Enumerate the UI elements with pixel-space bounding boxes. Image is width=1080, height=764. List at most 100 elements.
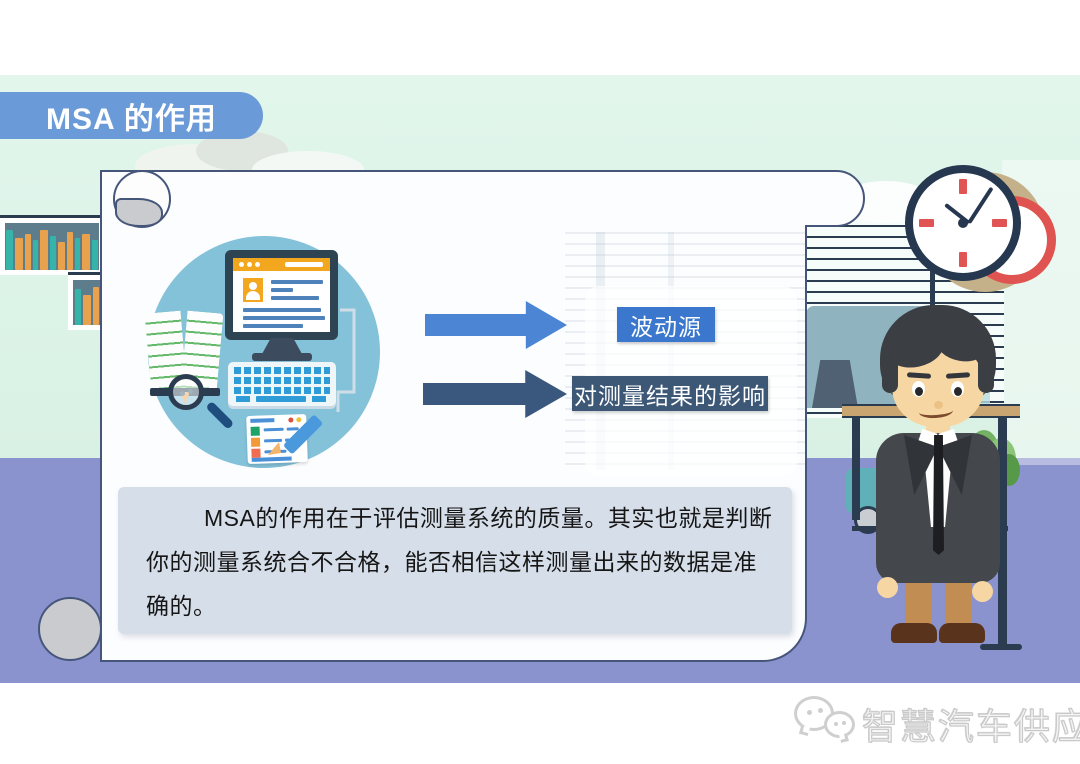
man-pupil (954, 387, 962, 396)
notepad-dot-icon (296, 417, 302, 423)
man-tie (933, 435, 944, 555)
book-spine (15, 238, 23, 270)
man-hair-side (882, 351, 898, 393)
checklist-line (264, 438, 283, 443)
keyboard-spacebar (256, 396, 306, 402)
man-pupil (915, 387, 923, 396)
bubble-tail (839, 733, 849, 743)
book-spine (75, 238, 80, 270)
desk-leg (998, 418, 1007, 650)
keyboard-key (312, 396, 326, 402)
man-hair-side (978, 351, 994, 393)
man-hand (877, 577, 898, 598)
notepad-title-bar (250, 418, 275, 423)
scroll-curl-fold (115, 198, 163, 227)
clock-tick (992, 219, 1007, 227)
book-spine (92, 287, 99, 325)
businessman-character (868, 305, 1008, 650)
book-spine (82, 295, 91, 325)
book-spine (82, 234, 90, 270)
screen-text-line (243, 308, 321, 312)
bottom-margin (0, 683, 1080, 764)
wall-clock-icon (905, 165, 1021, 281)
book-spine (6, 230, 13, 270)
book-spine (67, 232, 73, 270)
description-line: 你的测量系统合不合格，能否相信这样测量出来的数据是准 (146, 549, 757, 575)
bookshelf (0, 215, 104, 275)
bubble-eye (834, 722, 838, 726)
screen-text-line (271, 280, 323, 284)
notepad-dot-icon (288, 417, 294, 423)
keyboard-keys-row (234, 367, 330, 374)
man-nose (934, 401, 943, 409)
description-line: 确的。 (146, 593, 217, 619)
bubble-eye (818, 708, 823, 713)
scroll-top-roll (100, 170, 865, 227)
description-line: MSA的作用在于评估测量系统的质量。其实也就是判断 (204, 505, 773, 531)
label-text: 对测量结果的影响 (574, 382, 766, 409)
webpage-header (233, 258, 330, 271)
bookshelf-books (73, 280, 100, 325)
brand-watermark: 智慧汽车供应链 (792, 692, 1080, 748)
avatar-head (249, 282, 257, 290)
keyboard-icon (228, 362, 336, 406)
variation-source-label: 波动源 (617, 307, 715, 342)
checklist-orange-square (250, 437, 261, 447)
clock-minute-hand (967, 186, 994, 225)
book-spine (74, 289, 81, 325)
bubble-eye (807, 710, 812, 715)
monitor-stand (262, 338, 302, 354)
avatar-body (246, 291, 260, 300)
keyboard-keys-row (234, 377, 330, 384)
bookshelf-small (68, 272, 105, 330)
window-dot-icon (239, 262, 244, 267)
bubble-eye (842, 721, 846, 725)
description-box: MSA的作用在于评估测量系统的质量。其实也就是判断 你的测量系统合不合格，能否相… (118, 487, 792, 634)
keyboard-key (236, 396, 250, 402)
monitor-cable (336, 308, 356, 412)
desk-leg (852, 418, 860, 520)
checklist-green-square (250, 426, 260, 436)
screen-text-line (271, 296, 319, 300)
wechat-bubbles-icon (792, 694, 858, 746)
keyboard-keys-row (234, 387, 330, 394)
man-eye (912, 381, 925, 397)
screen-text-line (243, 324, 303, 328)
man-shoe (891, 623, 937, 643)
book-spine (92, 240, 98, 270)
clock-tick (959, 252, 967, 267)
magnifier-lens (168, 374, 204, 410)
checklist-red-square (251, 448, 261, 458)
title-banner: MSA 的作用 (0, 92, 263, 139)
man-eye (951, 381, 964, 397)
brand-name: 智慧汽车供应链 (861, 705, 1080, 747)
bookshelf-books (5, 223, 99, 270)
clock-center (958, 218, 968, 228)
man-hand (972, 581, 993, 602)
book-spine (25, 234, 31, 270)
computer-monitor-icon (225, 250, 338, 340)
lens-glint (180, 391, 185, 396)
clock-tick (959, 179, 967, 194)
measurement-effect-label: 对测量结果的影响 (572, 376, 768, 411)
scroll-curl-bottom (38, 597, 102, 661)
profile-avatar-icon (243, 278, 263, 302)
checklist-line (251, 456, 292, 462)
page-title: MSA 的作用 (46, 102, 217, 136)
man-shoe (939, 623, 985, 643)
clock-tick (919, 219, 934, 227)
window-dot-icon (255, 262, 260, 267)
window-dot-icon (247, 262, 252, 267)
screen-text-line (271, 288, 293, 292)
magnifier-icon (168, 374, 235, 436)
book-spine (58, 242, 65, 270)
book-spine (33, 240, 38, 270)
screen-text-line (243, 316, 325, 320)
lens-glint (188, 389, 193, 394)
bubble-tail (798, 724, 811, 737)
book-spine (40, 230, 48, 270)
monitor-base (252, 353, 312, 361)
address-bar (285, 262, 323, 267)
desk-monitor-stand (812, 360, 858, 408)
